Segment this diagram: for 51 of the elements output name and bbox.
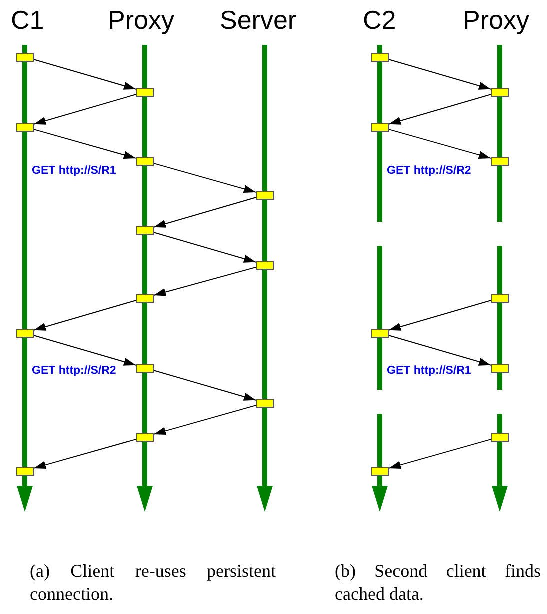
participant-label: Proxy: [463, 6, 530, 34]
message-arrow: [388, 129, 492, 160]
message-arrow: [34, 439, 136, 470]
participant-label: C1: [11, 6, 44, 34]
message-arrow: [154, 370, 256, 401]
activation-box: [491, 88, 509, 96]
message-arrow: [154, 232, 256, 263]
message-arrow: [388, 439, 492, 470]
request-label: GET http://S/R1: [387, 365, 472, 378]
message-arrow: [34, 300, 136, 331]
activation-box: [491, 156, 509, 166]
activation-box: [256, 260, 274, 270]
activation-box: [136, 88, 154, 96]
activation-box: [16, 52, 34, 62]
message-arrow: [154, 405, 256, 436]
activation-box: [136, 226, 154, 234]
activation-box: [491, 364, 509, 372]
message-arrow: [388, 300, 492, 331]
message-arrow: [154, 266, 256, 296]
message-arrow: [154, 163, 256, 194]
activation-box: [16, 328, 34, 338]
activation-box: [136, 432, 154, 442]
subfigure-caption: (b) Second client finds cached data.: [335, 560, 541, 606]
activation-box: [136, 156, 154, 166]
message-arrow: [388, 59, 492, 90]
request-label: GET http://S/R2: [387, 165, 472, 178]
activation-box: [491, 294, 509, 302]
participant-label: Proxy: [108, 6, 174, 34]
message-arrow: [34, 335, 136, 366]
activation-box: [491, 432, 509, 442]
message-arrow: [34, 94, 136, 125]
subfigure-caption: (a) Client re-uses persistent connection.: [30, 560, 276, 606]
request-label: GET http://S/R2: [32, 365, 116, 378]
message-arrow: [388, 94, 492, 125]
activation-box: [371, 52, 389, 62]
activation-box: [256, 190, 274, 200]
message-arrow: [34, 129, 136, 160]
activation-box: [371, 122, 389, 132]
activation-box: [136, 294, 154, 302]
activation-box: [371, 466, 389, 476]
activation-box: [136, 364, 154, 372]
request-label: GET http://S/R1: [32, 165, 116, 178]
activation-box: [256, 398, 274, 408]
activation-box: [16, 466, 34, 476]
message-arrow: [388, 335, 492, 366]
activation-box: [371, 328, 389, 338]
activation-box: [16, 122, 34, 132]
message-arrow: [154, 197, 256, 228]
participant-label: C2: [363, 6, 396, 34]
participant-label: Server: [220, 6, 297, 34]
message-arrow: [34, 59, 136, 90]
